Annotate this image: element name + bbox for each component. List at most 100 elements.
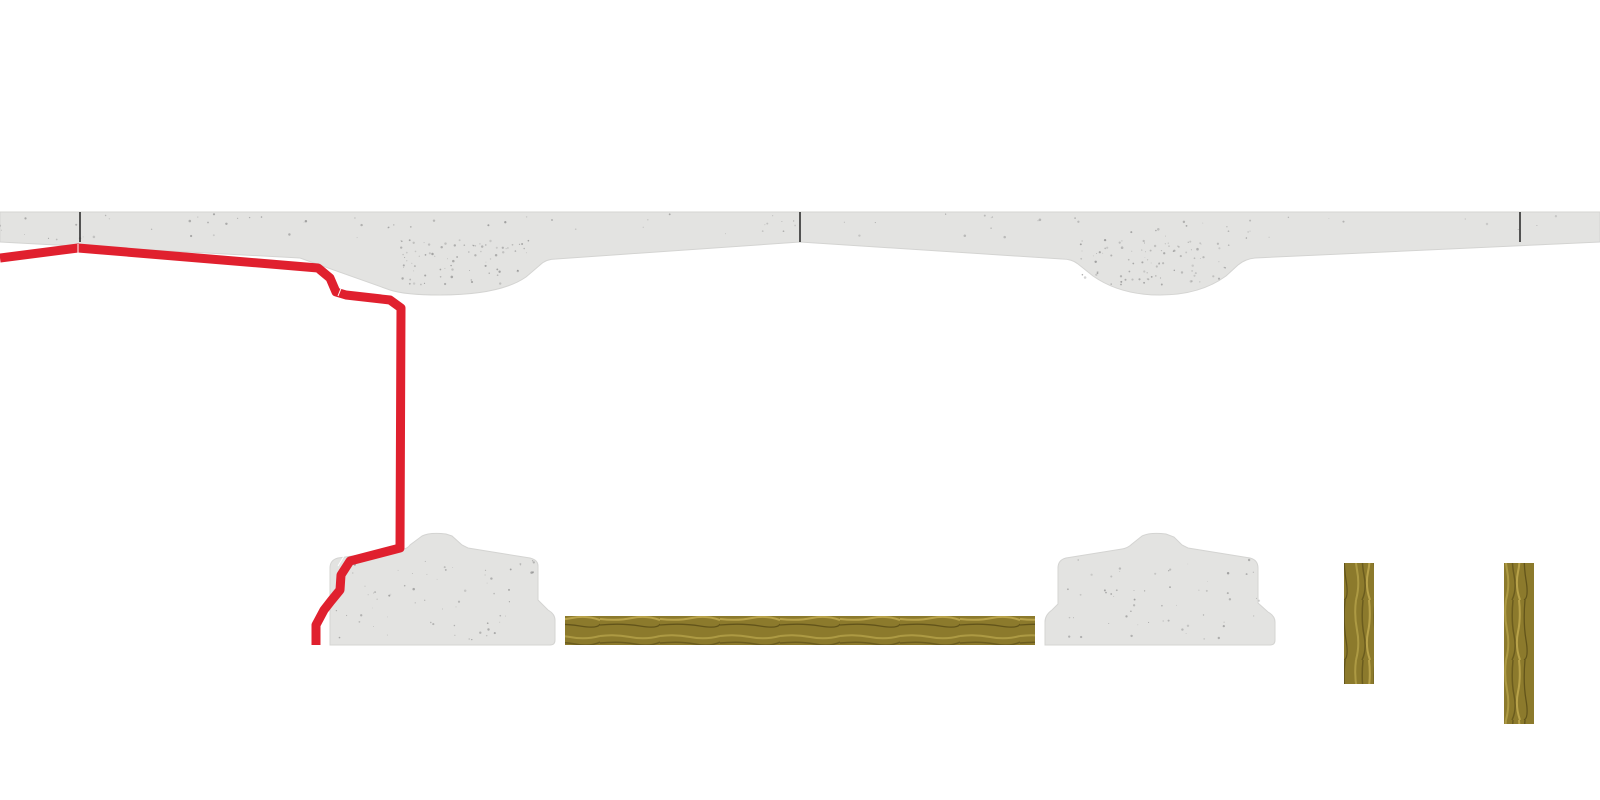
concrete-speck [772,215,774,217]
concrete-speck [486,582,488,584]
timber-board-horizontal [565,616,1035,645]
concrete-speck [24,217,27,220]
concrete-speck [1118,241,1121,244]
concrete-speck [413,270,415,272]
concrete-speck [484,569,487,571]
concrete-speck [1228,598,1232,601]
concrete-speck [1143,590,1146,592]
concrete-speck [1207,581,1208,582]
concrete-speck [487,224,490,227]
concrete-speck [1133,589,1135,591]
concrete-speck [1120,246,1124,249]
concrete-speck [642,226,644,228]
concrete-speck [519,563,522,565]
concrete-speck [1218,247,1221,250]
concrete-speck [480,250,482,253]
concrete-speck [1203,638,1206,640]
concrete-speck [1196,247,1199,251]
concrete-speck [990,227,992,230]
concrete-speck [338,636,341,639]
footing-texture [335,558,1261,641]
concrete-speck [1226,226,1228,228]
concrete-speck [390,593,392,595]
concrete-speck [420,283,422,286]
concrete-speck [424,254,427,256]
concrete-speck [386,634,388,636]
concrete-speck [479,243,481,245]
concrete-speck [574,228,577,230]
concrete-speck [1133,598,1136,601]
concrete-speck [484,574,486,576]
concrete-speck [1146,278,1149,280]
concrete-speck [373,592,375,594]
concrete-speck [451,268,454,271]
concrete-deck-slab [0,211,1600,296]
concrete-speck [474,254,477,257]
concrete-speck [489,239,492,243]
concrete-speck [1185,225,1188,227]
concrete-speck [1256,597,1257,599]
concrete-speck [403,584,406,587]
concrete-speck [1181,628,1184,631]
concrete-speck [496,274,499,277]
concrete-speck [471,638,473,641]
concrete-speck [104,214,107,217]
concrete-speck [1143,281,1146,284]
concrete-speck [507,247,509,249]
concrete-speck [1159,277,1162,279]
concrete-speck [1110,575,1113,578]
concrete-speck [444,568,447,571]
concrete-speck [1155,229,1157,232]
concrete-speck [1110,283,1112,285]
concrete-speck [406,260,408,262]
concrete-speck [1079,243,1082,246]
concrete-speck [1193,274,1196,277]
concrete-speck [1226,592,1229,595]
concrete-speck [1173,269,1176,272]
concrete-speck [411,573,413,574]
concrete-speck [1177,245,1179,247]
concrete-speck [1160,249,1163,252]
concrete-speck [1464,218,1466,220]
concrete-speck [1068,635,1071,638]
concrete-speck [1180,271,1184,274]
concrete-speck [444,242,447,245]
concrete-speck [455,606,457,608]
concrete-speck [1150,262,1152,264]
concrete-speck [388,594,391,597]
concrete-speck [1223,621,1225,623]
concrete-speck [550,218,554,222]
concrete-speck [1217,636,1220,640]
concrete-speck [1104,247,1107,250]
concrete-speck [1068,616,1071,619]
concrete-speck [1128,270,1131,273]
concrete-speck [1081,250,1083,252]
concrete-speck [511,243,514,246]
concrete-speck [1328,217,1330,219]
concrete-speck [409,226,412,228]
concrete-speck [1287,216,1290,219]
concrete-speck [400,246,403,249]
concrete-speck [412,587,415,591]
concrete-speck [376,598,378,600]
concrete-speck [1536,224,1538,227]
concrete-speck [430,621,432,624]
concrete-speck [1205,589,1208,592]
concrete-speck [424,560,426,562]
concrete-speck [501,246,504,249]
concrete-speck [1189,280,1193,283]
concrete-speck [404,256,406,259]
concrete-speck [1212,275,1215,278]
concrete-speck [374,591,377,594]
concrete-speck [405,251,408,254]
concrete-speck [248,216,251,219]
concrete-speck [418,255,420,257]
concrete-speck [1247,558,1251,562]
concrete-speck [782,230,785,233]
concrete-speck [1342,220,1345,223]
concrete-speck [1079,593,1082,596]
concrete-speck [1138,278,1141,281]
concrete-speck [47,237,50,240]
concrete-speck [0,224,2,227]
concrete-footing-left [329,532,556,646]
